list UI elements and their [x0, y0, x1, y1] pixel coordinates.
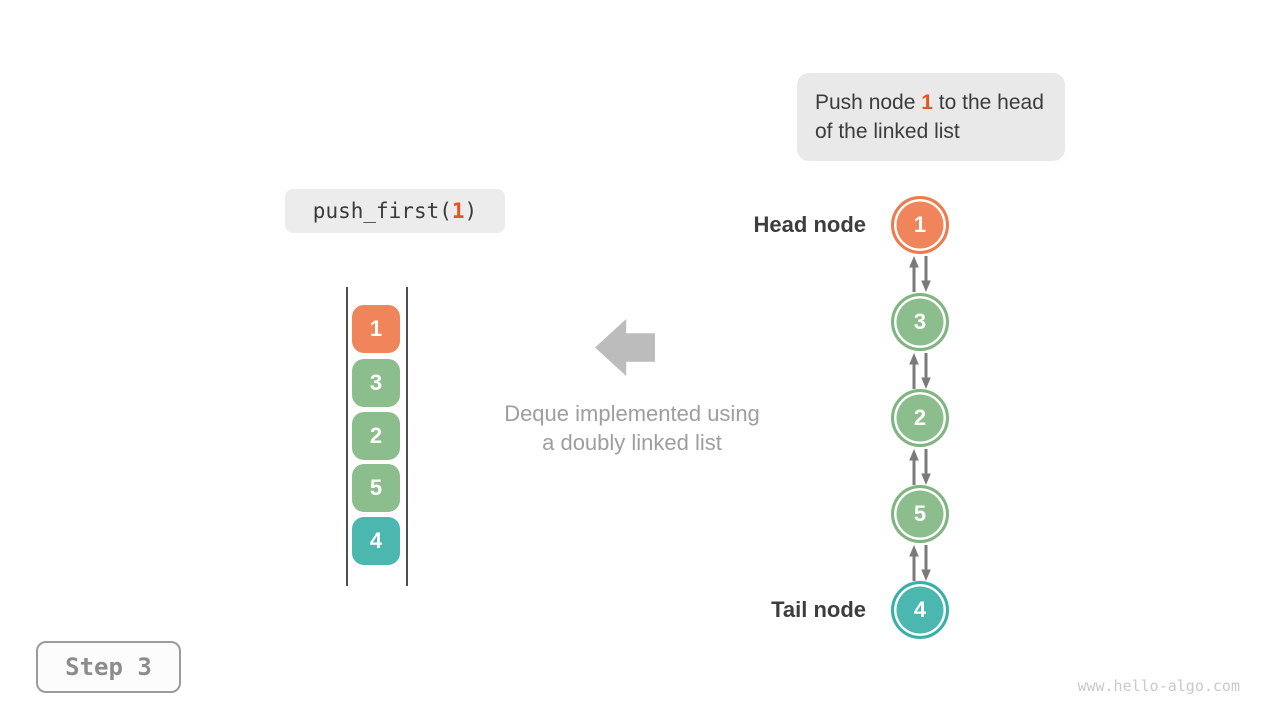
- caption-line1: Deque implemented using: [504, 401, 760, 426]
- list-node: 4: [891, 581, 949, 639]
- array-left-rail: [346, 287, 348, 586]
- step-badge: Step 3: [36, 641, 181, 693]
- doubly-linked-arrows-icon: [909, 256, 931, 292]
- caption-line2: a doubly linked list: [542, 430, 722, 455]
- caption: Deque implemented using a doubly linked …: [450, 399, 814, 457]
- code-prefix: push_first(: [312, 199, 452, 223]
- array-cell: 3: [352, 359, 400, 407]
- array-cell: 5: [352, 464, 400, 512]
- array-right-rail: [406, 287, 408, 586]
- doubly-linked-arrows-icon: [909, 545, 931, 581]
- code-suffix: ): [464, 199, 478, 223]
- code-call-box: push_first(1): [285, 189, 505, 233]
- tail-node-label: Tail node: [771, 597, 866, 622]
- left-arrow-icon: [595, 319, 655, 376]
- annotation-text-prefix: Push node: [815, 91, 922, 114]
- code-arg: 1: [451, 199, 465, 223]
- array-cell: 2: [352, 412, 400, 460]
- annotation-highlight-value: 1: [921, 91, 933, 114]
- list-node: 5: [891, 485, 949, 543]
- array-cell: 4: [352, 517, 400, 565]
- list-node: 2: [891, 389, 949, 447]
- list-node: 1: [891, 196, 949, 254]
- doubly-linked-arrows-icon: [909, 449, 931, 485]
- doubly-linked-arrows-icon: [909, 353, 931, 389]
- watermark: www.hello-algo.com: [1077, 677, 1240, 695]
- list-node: 3: [891, 293, 949, 351]
- annotation-box: Push node 1 to the head of the linked li…: [797, 73, 1065, 161]
- annotation-text-suffix: to the head of the linked list: [815, 91, 1044, 143]
- array-cell: 1: [352, 305, 400, 353]
- head-node-label: Head node: [753, 212, 866, 237]
